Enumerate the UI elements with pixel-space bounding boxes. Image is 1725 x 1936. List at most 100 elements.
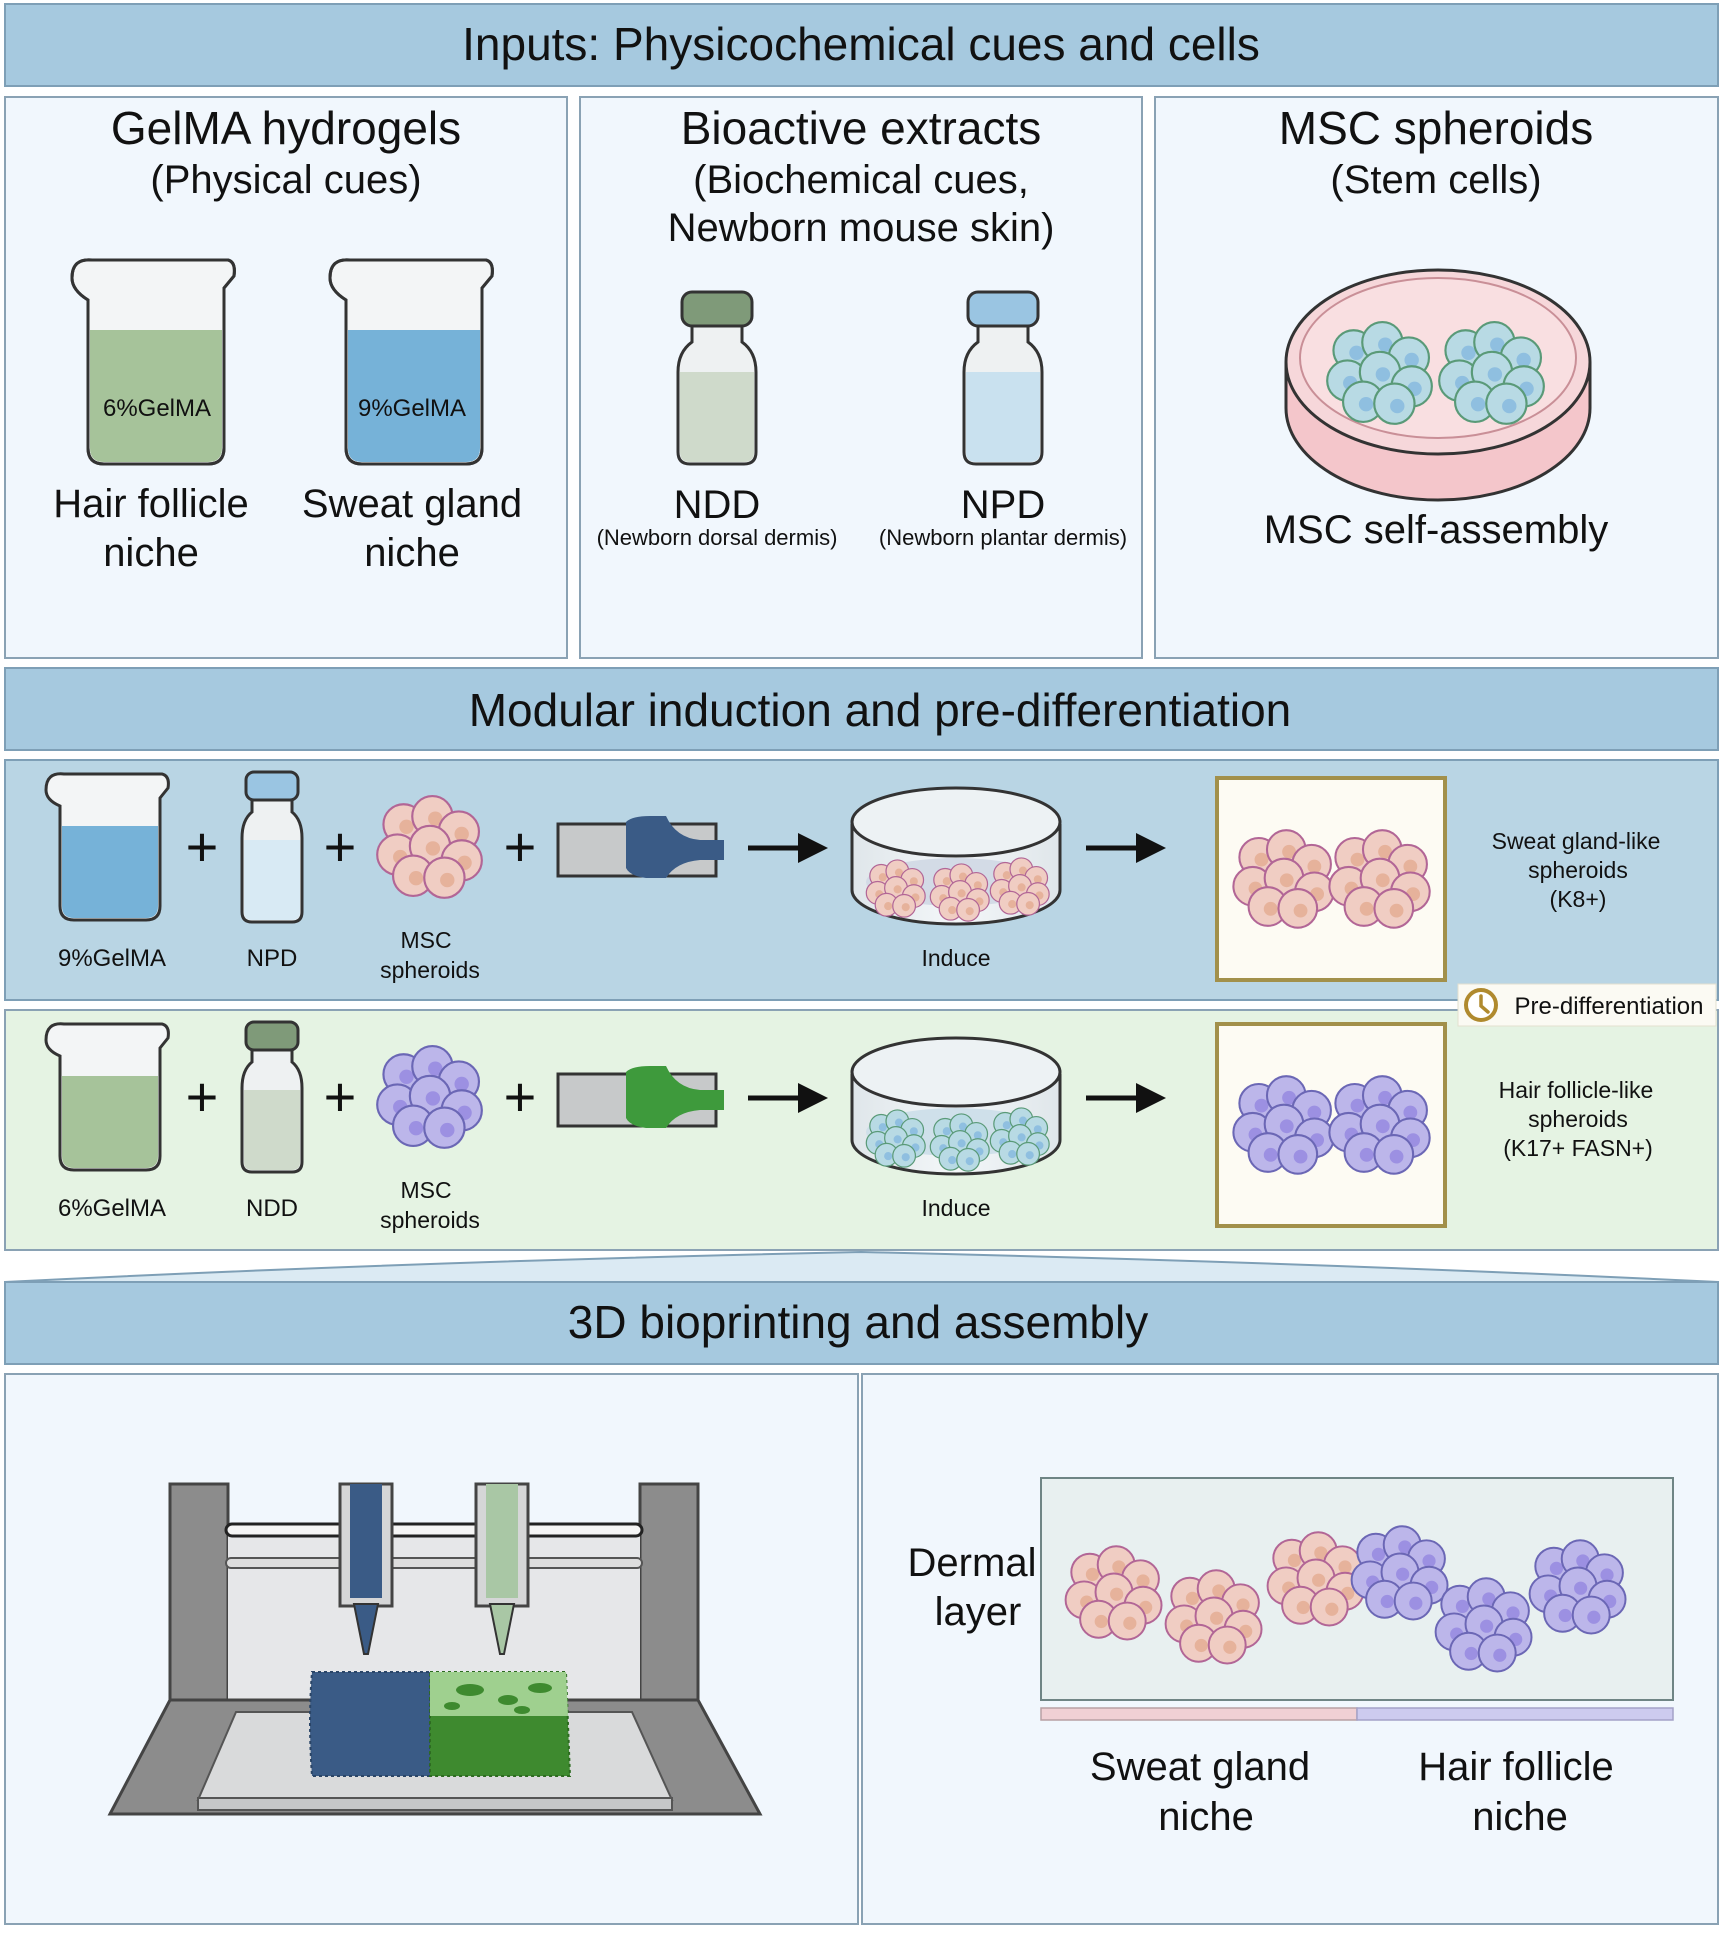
cell-nucleus-icon: [957, 889, 966, 898]
induced-spheroid-icon: [865, 857, 1050, 922]
cell-nucleus-icon: [1375, 873, 1390, 888]
cell-nucleus-icon: [1359, 901, 1374, 916]
gelma-title: GelMA hydrogels: [111, 102, 461, 154]
plus-sign: +: [186, 815, 219, 878]
clock-icon: [1464, 988, 1498, 1022]
cell-nucleus-icon: [1033, 875, 1042, 884]
row-hair-follicle-induction: 6%GelMA + NDD + MSC spheroids + Induce H…: [4, 1009, 1719, 1251]
ndd-label: NDD: [674, 483, 761, 527]
header-modular: Modular induction and pre-differentiatio…: [4, 667, 1719, 751]
row-hair-gel-label: 6%GelMA: [58, 1195, 166, 1222]
cell-nucleus-icon: [894, 1118, 904, 1127]
cell-nucleus-icon: [1085, 1567, 1100, 1581]
plus-sign: +: [324, 1065, 357, 1128]
cell-nucleus-icon: [1312, 1573, 1326, 1587]
cell-nucleus-icon: [1194, 1638, 1208, 1653]
cell-nucleus-icon: [428, 1061, 443, 1076]
cell-nucleus-icon: [1371, 1547, 1386, 1561]
cell-nucleus-icon: [948, 1156, 957, 1165]
cell-nucleus-icon: [1375, 1119, 1390, 1134]
dermal-layer-line2: layer: [935, 1590, 1022, 1634]
cell-nucleus-icon: [425, 841, 441, 856]
cell-nucleus-icon: [1490, 337, 1505, 352]
cell-nucleus-icon: [1480, 1619, 1494, 1633]
cell-nucleus-icon: [1282, 1090, 1296, 1105]
beaker-6-gelma-label: 6%GelMA: [103, 395, 211, 422]
msc-subtitle: (Stem cells): [1330, 158, 1541, 202]
assembly-sweat-line2: niche: [1158, 1795, 1254, 1839]
vial-ndd-icon: [676, 290, 758, 466]
cell-nucleus-icon: [884, 1152, 893, 1161]
msc-spheroid-cluster-icon: [1438, 320, 1545, 425]
bioink-cartridge-icon: [556, 816, 724, 878]
cell-nucleus-icon: [1390, 398, 1405, 414]
row-sweat-extract-label: NPD: [247, 945, 298, 972]
cell-nucleus-icon: [973, 1131, 982, 1140]
cell-nucleus-icon: [878, 873, 887, 882]
row-sweat-result-line2: spheroids: [1528, 857, 1628, 883]
cell-nucleus-icon: [1455, 1599, 1470, 1613]
cell-nucleus-icon: [1110, 1587, 1124, 1601]
npd-full-name: (Newborn plantar dermis): [879, 525, 1127, 550]
cell-nucleus-icon: [1025, 1151, 1034, 1160]
cell-nucleus-icon: [454, 1076, 469, 1092]
msc-self-assembly-caption: MSC self-assembly: [1264, 508, 1609, 552]
vial-npd-icon: [962, 290, 1044, 466]
row-sweat-induce-label: Induce: [921, 945, 990, 971]
cell-nucleus-icon: [1389, 1149, 1404, 1164]
row-hair-induce-label: Induce: [921, 1195, 990, 1221]
msc-spheroid-cluster-icon: [1326, 320, 1433, 425]
hair-follicle-niche-line1: Hair follicle: [53, 482, 249, 526]
row-hair-result-line3: (K17+ FASN+): [1503, 1135, 1653, 1161]
cell-nucleus-icon: [1600, 1568, 1614, 1582]
panel-bioprinter: [4, 1373, 859, 1925]
plus-sign: +: [504, 1065, 537, 1128]
cell-nucleus-icon: [1409, 1596, 1423, 1610]
cell-nucleus-icon: [1254, 852, 1269, 867]
vial-npd-icon: [240, 770, 304, 924]
assembled-spheroid-icon: [1064, 1525, 1627, 1673]
pre-differentiation-label: Pre-differentiation: [1515, 993, 1704, 1020]
pre-differentiation-badge: Pre-differentiation: [1457, 983, 1717, 1027]
cell-nucleus-icon: [1464, 1646, 1478, 1661]
gelma-subtitle: (Physical cues): [150, 158, 421, 202]
cell-nucleus-icon: [1002, 1121, 1011, 1130]
cell-nucleus-icon: [1185, 1591, 1200, 1605]
assembly-hair-line2: niche: [1472, 1795, 1568, 1839]
cell-nucleus-icon: [965, 1157, 974, 1166]
cell-nucleus-icon: [1314, 1546, 1328, 1560]
cell-nucleus-icon: [1123, 1616, 1137, 1630]
cell-nucleus-icon: [958, 1122, 968, 1131]
cell-nucleus-icon: [1338, 1560, 1352, 1574]
cell-nucleus-icon: [440, 1122, 455, 1138]
beaker-9-gelma-icon: [328, 258, 494, 466]
cell-nucleus-icon: [1287, 1553, 1302, 1567]
cell-nucleus-icon: [1380, 1594, 1394, 1609]
cell-nucleus-icon: [1025, 901, 1034, 910]
sweat-gland-niche-line1: Sweat gland: [302, 482, 522, 526]
row-sweat-gland-induction: 9%GelMA + NPD + MSC spheroids + Induce S…: [4, 759, 1719, 1001]
cell-nucleus-icon: [1358, 396, 1374, 412]
cell-nucleus-icon: [1470, 396, 1486, 412]
hair-follicle-niche-bar: [1356, 1707, 1674, 1721]
cell-nucleus-icon: [1378, 337, 1393, 352]
vial-ndd-icon: [240, 1020, 304, 1174]
panel-bioactive-extracts: Bioactive extracts (Biochemical cues, Ne…: [579, 96, 1143, 659]
cell-nucleus-icon: [1549, 1561, 1564, 1575]
cell-nucleus-icon: [1017, 1133, 1026, 1142]
row-hair-result-line2: spheroids: [1528, 1106, 1628, 1132]
cell-nucleus-icon: [1574, 1581, 1588, 1595]
cell-nucleus-icon: [1008, 900, 1017, 909]
cell-nucleus-icon: [1293, 903, 1308, 918]
cell-nucleus-icon: [965, 907, 974, 916]
cell-nucleus-icon: [957, 1139, 966, 1148]
beaker-6-gelma-icon: [44, 1022, 170, 1172]
cell-nucleus-icon: [948, 906, 957, 915]
cell-nucleus-icon: [1506, 1606, 1520, 1620]
panel-msc-spheroids: MSC spheroids (Stem cells) MSC self-asse…: [1154, 96, 1719, 659]
cell-nucleus-icon: [1350, 852, 1365, 867]
msc-spheroid-icon: [376, 795, 483, 899]
cell-nucleus-icon: [1307, 1105, 1322, 1120]
cell-nucleus-icon: [1293, 1149, 1308, 1164]
